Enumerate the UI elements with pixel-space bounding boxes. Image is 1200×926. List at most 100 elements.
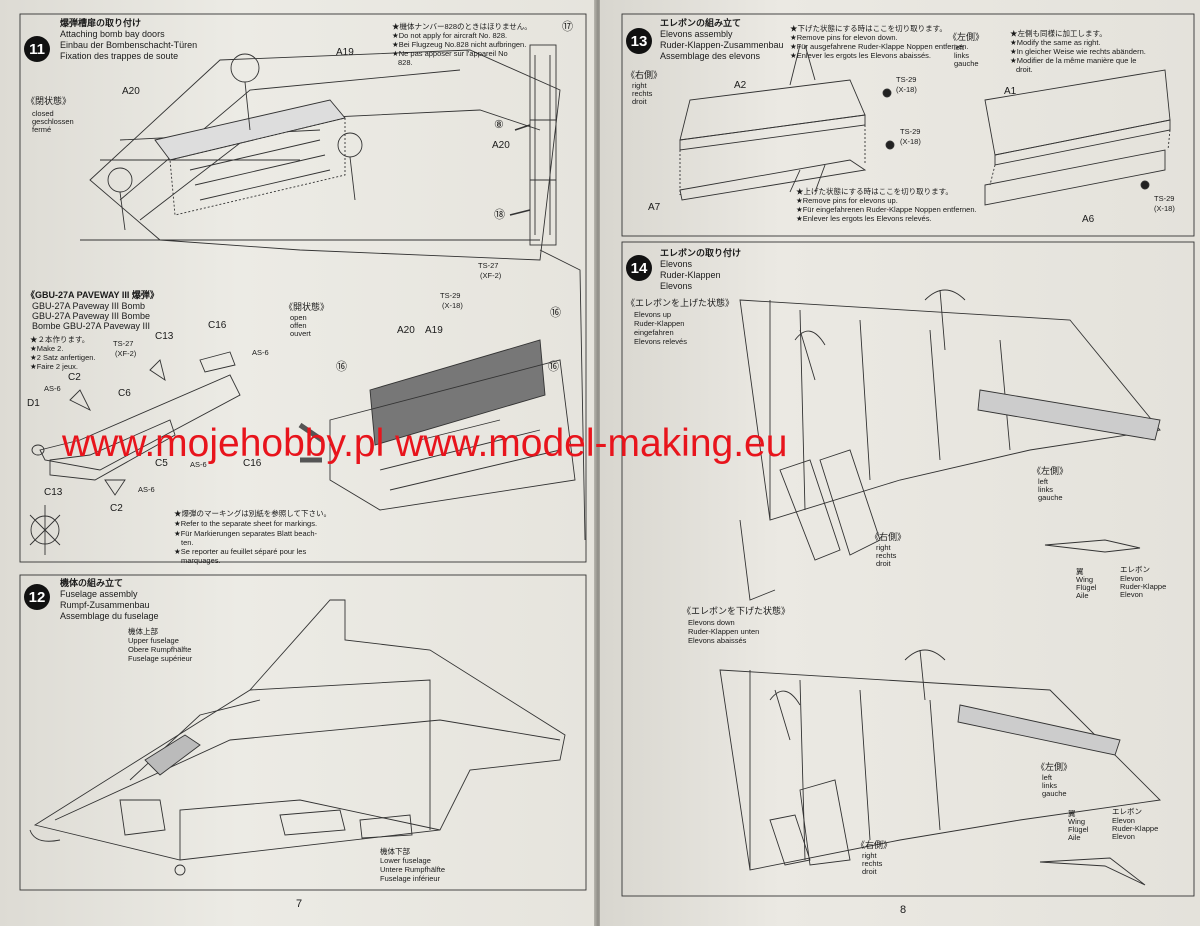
step14-frame [621, 241, 1195, 897]
step12-title-de: Rumpf-Zusammenbau [60, 600, 150, 610]
right-page: 13 エレボンの組み立て Elevons assembly Ruder-Klap… [600, 0, 1200, 926]
wing2-jp: 翼 [1068, 809, 1076, 818]
part-a20-open: A20 [397, 325, 415, 336]
step11-note-fr-1: ★Ne pas apposer sur l'appareil No [392, 49, 508, 58]
step12-title-fr: Assemblage du fuselage [60, 611, 159, 621]
make-de: ★2 Satz anfertigen. [30, 353, 96, 362]
step14-title-fr: Elevons [660, 281, 693, 291]
left-13-jp: 《左側》 [948, 32, 985, 42]
closed-en: closed [32, 109, 54, 118]
ts27-label: TS-27 [113, 339, 134, 348]
ts29-c: TS-29 [1154, 194, 1175, 203]
left2-14-jp: 《左側》 [1036, 762, 1073, 772]
make-en: ★Make 2. [30, 344, 64, 353]
part-c6: C6 [118, 388, 131, 399]
make-jp: ★２本作ります。 [30, 335, 90, 344]
closed-jp: 《閉状態》 [26, 96, 72, 106]
upper-jp: 機体上部 [128, 627, 158, 636]
lower-fr: Fuselage inférieur [380, 874, 441, 883]
step12-frame [19, 574, 587, 891]
label-a19: A19 [336, 47, 354, 58]
ts29-b: TS-29 [900, 127, 921, 136]
left-14-de: links [1038, 485, 1054, 494]
markings-de-1: ★Für Markierungen separates Blatt beach- [174, 529, 318, 538]
elevons-down-de: Ruder-Klappen unten [688, 627, 760, 636]
x18-b: (X-18) [900, 137, 921, 146]
part-d1: D1 [27, 398, 40, 409]
elevon-a7 [679, 159, 867, 201]
up-note-de: ★Für eingefahrenen Ruder-Klappe Noppen e… [796, 205, 977, 214]
step14-number: 14 [626, 255, 652, 281]
step13-title-jp: エレボンの組み立て [660, 18, 742, 28]
part-a1: A1 [1004, 86, 1017, 97]
x18-label: (X-18) [442, 301, 463, 310]
step11-title-de: Einbau der Bombenschacht-Türen [60, 40, 198, 50]
right2-14-en: right [862, 851, 877, 860]
wing-en: Wing [1076, 575, 1094, 584]
step13-title-de: Ruder-Klappen-Zusammenbau [660, 40, 784, 50]
step14-title-de: Ruder-Klappen [660, 270, 721, 280]
left2-14-de: links [1042, 781, 1058, 790]
part-c2b: C2 [110, 503, 123, 514]
wheel-2 [107, 167, 133, 193]
part-as6-d: AS-6 [138, 485, 155, 494]
left2-14-en: left [1042, 773, 1053, 782]
bomb-bay [169, 117, 346, 216]
wheel-3 [337, 132, 363, 158]
part-c16: C16 [208, 320, 227, 331]
part-c13: C13 [155, 331, 174, 342]
left-14-en: left [1038, 477, 1049, 486]
step11-number: 11 [24, 36, 50, 62]
upper-fr: Fuselage supérieur [128, 654, 193, 663]
part-as6-c: AS-6 [190, 460, 207, 469]
elevon-down-right [769, 779, 851, 866]
mark-17-label: ⑰ [562, 21, 573, 33]
step12-title-jp: 機体の組み立て [60, 578, 124, 588]
part-c5: C5 [155, 458, 168, 469]
elevon-jp: エレボン [1120, 565, 1150, 574]
elevons-down-fr: Elevons abaissés [688, 636, 747, 645]
wing-down-view [719, 669, 1161, 871]
wing-jp: 翼 [1076, 567, 1084, 576]
upper-de: Obere Rumpfhälfte [128, 645, 192, 654]
step13-frame [621, 13, 1195, 237]
elevons-down-en: Elevons down [688, 618, 735, 627]
bomb-bay-open-structure [329, 359, 576, 511]
left-14-fr: gauche [1038, 493, 1063, 502]
open-jp: 《開状態》 [284, 302, 330, 312]
markings-fr-2: marquages. [181, 556, 221, 565]
watermark-text: www.mojehobby.pl www.model-making.eu [62, 422, 788, 465]
same-note-fr-2: droit. [1016, 65, 1033, 74]
same-note-fr-1: ★Modifier de la même manière que le [1010, 56, 1137, 65]
wheel-1 [230, 53, 260, 83]
elevons-up-jp: 《エレボンを上げた状態》 [626, 298, 735, 308]
open-de: offen [290, 321, 307, 330]
left2-14-fr: gauche [1042, 789, 1067, 798]
elevon-a1 [984, 69, 1171, 156]
xf2-label: (XF-2) [115, 349, 137, 358]
front-gear [174, 864, 186, 876]
step13-number: 13 [626, 28, 652, 54]
closed-fr: fermé [32, 125, 52, 134]
x18-a: (X-18) [896, 85, 917, 94]
left-13-de: links [954, 51, 970, 60]
closed-de: geschlossen [32, 117, 74, 126]
left-14-jp: 《左側》 [1032, 466, 1069, 476]
bomb-title-de: GBU-27A Paveway III Bombe [32, 311, 151, 321]
elevons-up-fr: Elevons relevés [634, 337, 687, 346]
part-c16b: C16 [243, 458, 262, 469]
right-page-drawings [621, 13, 1195, 897]
step13-title-fr: Assemblage des elevons [660, 51, 761, 61]
elevon-fr: Elevon [1120, 590, 1143, 599]
profile-down [1039, 857, 1146, 886]
x18-c: (X-18) [1154, 204, 1175, 213]
elevons-down-jp: 《エレボンを下げた状態》 [682, 606, 791, 616]
down-note-jp: ★下げた状態にする時はここを切り取ります。 [790, 24, 947, 33]
part-c2: C2 [68, 372, 81, 383]
step11-title-en: Attaching bomb bay doors [60, 29, 165, 39]
step12-number: 12 [24, 584, 50, 610]
page-number-left: 7 [296, 898, 303, 910]
elevon-de: Ruder-Klappe [1120, 582, 1167, 591]
mark-16-b: ⑯ [550, 307, 561, 319]
page-number-right: 8 [900, 904, 907, 916]
